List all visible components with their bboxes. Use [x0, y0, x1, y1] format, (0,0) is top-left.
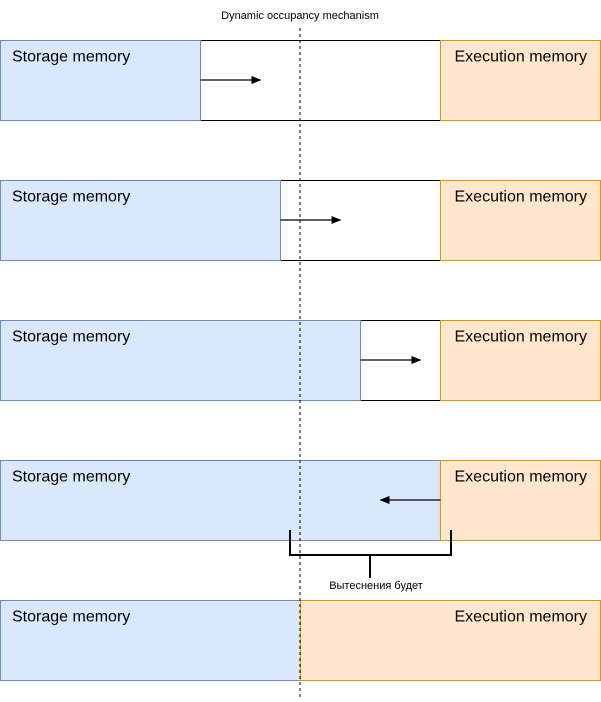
storage-label: Storage memory: [12, 49, 130, 66]
diagram-title: Dynamic occupancy mechanism: [221, 10, 379, 22]
execution-label: Execution memory: [455, 469, 588, 486]
eviction-label: Вытеснения будет: [329, 580, 423, 592]
memory-row: Storage memory Execution memory: [0, 40, 601, 121]
execution-label: Execution memory: [455, 329, 588, 346]
storage-label: Storage memory: [12, 469, 130, 486]
memory-row: Storage memory Execution memory: [0, 600, 601, 681]
storage-segment: [0, 180, 282, 261]
memory-row: Storage memory Execution memory: [0, 180, 601, 261]
storage-segment: [0, 40, 201, 121]
execution-segment: [439, 40, 601, 121]
memory-row: Storage memory Execution memory: [0, 320, 601, 401]
storage-label: Storage memory: [12, 329, 130, 346]
storage-label: Storage memory: [12, 609, 130, 626]
storage-label: Storage memory: [12, 189, 130, 206]
execution-segment: [439, 460, 601, 541]
execution-segment: [439, 180, 601, 261]
execution-segment: [300, 600, 601, 681]
storage-segment: [0, 600, 301, 681]
execution-label: Execution memory: [455, 609, 588, 626]
execution-label: Execution memory: [455, 189, 588, 206]
memory-row: Storage memory Execution memory: [0, 460, 601, 541]
eviction-bracket: [289, 530, 452, 578]
execution-label: Execution memory: [455, 49, 588, 66]
storage-segment: [0, 460, 441, 541]
